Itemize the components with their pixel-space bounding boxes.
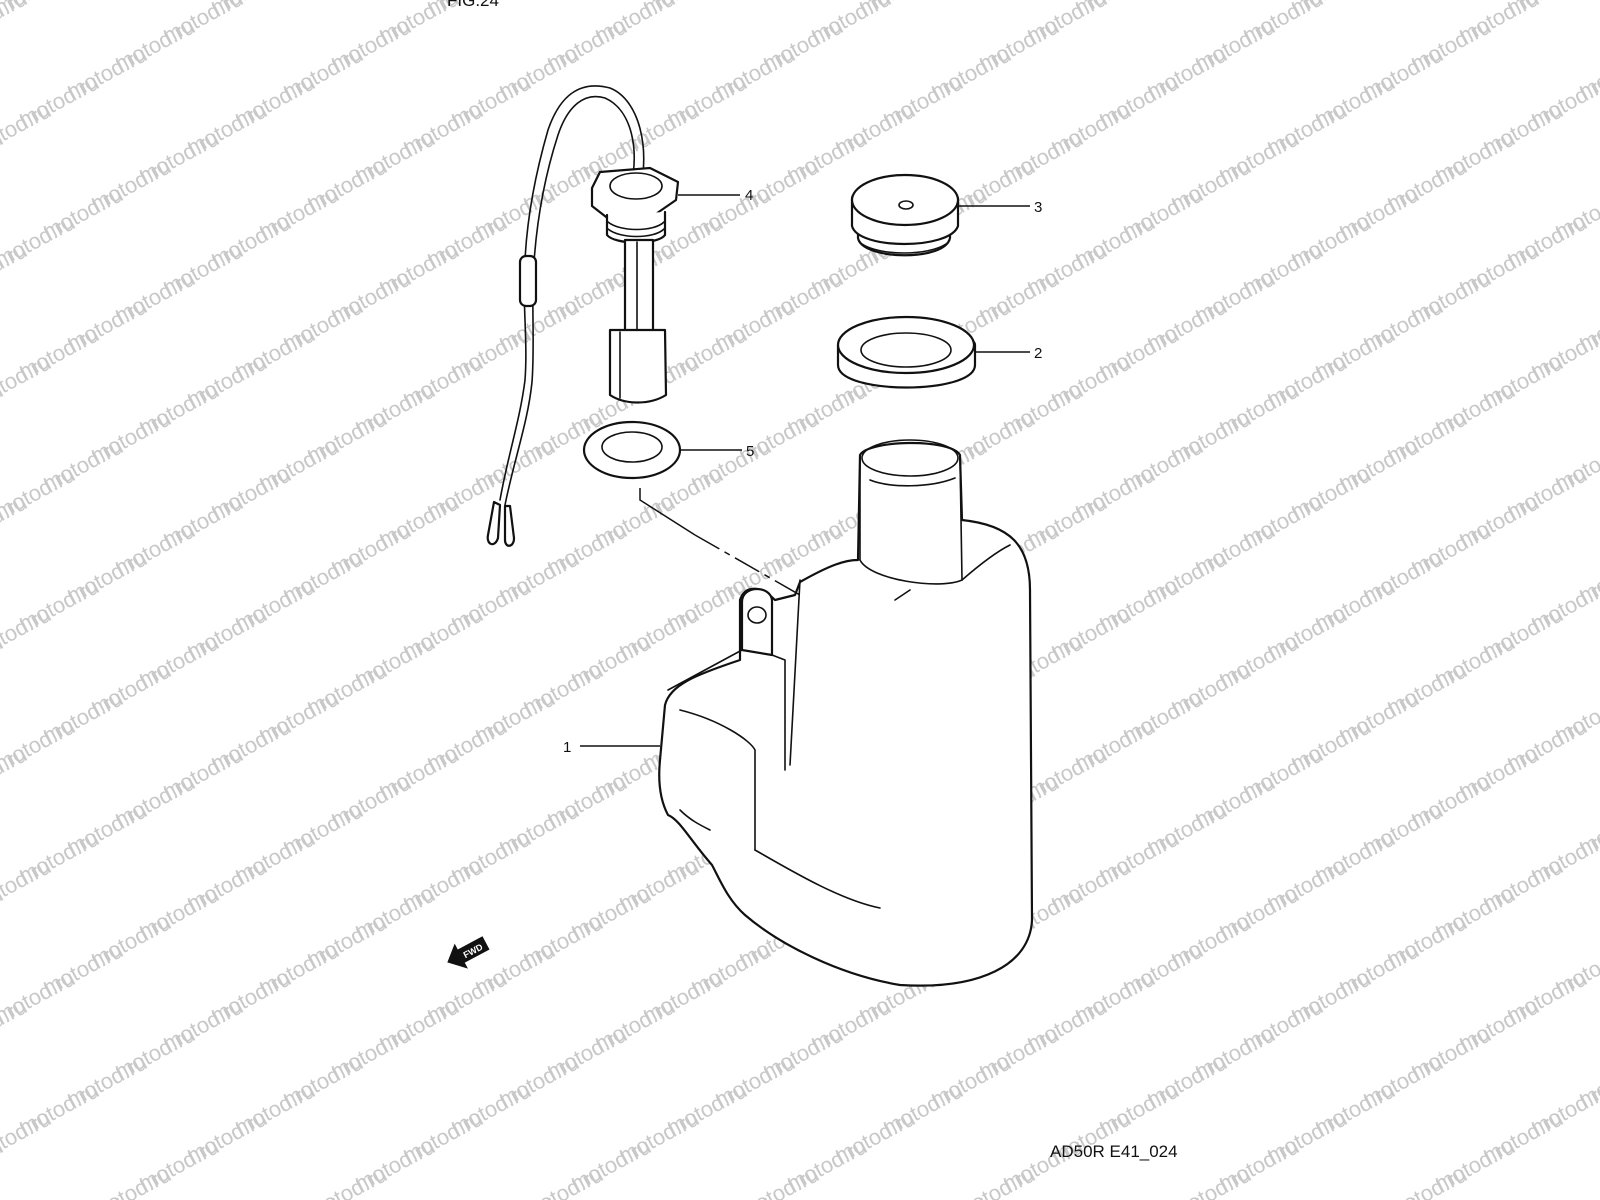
watermark-text: motod.ru [0,854,55,917]
gauge-gasket [582,420,682,480]
watermark-text: motod.ru [1119,1190,1207,1200]
callout-label-1: 1 [563,739,571,756]
watermark-text: motod.ru [1383,1162,1471,1200]
watermark-text: motod.ru [951,1162,1039,1200]
tank-cap [850,173,960,257]
watermark-text: motod.ru [1551,1190,1600,1200]
watermark-text: motod.ru [735,1162,823,1200]
oil-tank [658,439,1034,987]
watermark-text: motod.ru [39,1190,127,1200]
assembly-line-dashed [694,534,801,596]
watermark-text: motod.ru [1167,1162,1255,1200]
watermark-text: motod.ru [0,0,31,48]
callout-4: 4 [678,187,753,204]
watermark-text: motod.ru [0,1106,55,1169]
fwd-arrow-icon: FWD [447,936,490,969]
callout-5: 5 [680,443,754,460]
grommet-ring [836,315,977,389]
watermark-text: motod.ru [0,602,55,665]
watermark-text: motod.ru [303,1162,391,1200]
watermark-text: motod.ru [471,1190,559,1200]
callout-label-3: 3 [1034,199,1042,216]
callout-1: 1 [563,739,660,756]
callout-label-5: 5 [746,443,754,460]
callout-2: 2 [975,345,1042,362]
callout-3: 3 [958,199,1042,216]
callout-label-4: 4 [745,187,753,204]
watermark-text: motod.ru [519,1162,607,1200]
figure-header: FIG.24 [447,0,499,10]
watermark-text: motod.ru [903,1190,991,1200]
watermark-text: motod.ru [0,350,55,413]
watermark-text: motod.ru [1335,1190,1423,1200]
diagram-code: AD50R E41_024 [1050,1142,1178,1161]
assembly-line [639,488,696,536]
watermark-text: motod.ru [255,1190,343,1200]
watermark-text: motod.ru [687,1190,775,1200]
oil-level-gauge [486,85,680,547]
watermark-text: motod.ru [87,1162,175,1200]
watermark-text: motod.ru [0,98,55,161]
callout-label-2: 2 [1034,345,1042,362]
